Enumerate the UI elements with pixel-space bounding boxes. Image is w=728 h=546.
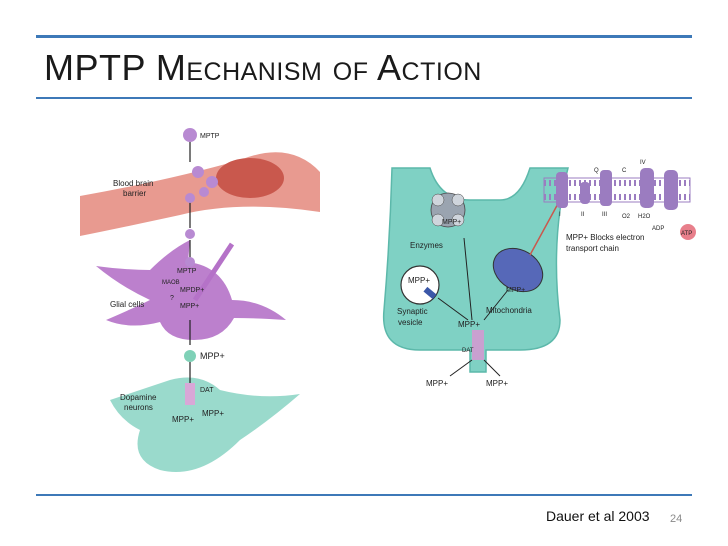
atp-circle [680, 224, 696, 240]
label-complex-IV: IV [640, 160, 646, 166]
label-mptp-inner: MPTP [177, 268, 197, 275]
enzymes-cluster [430, 192, 466, 228]
bbb-nucleus [216, 158, 284, 198]
label-glial: Glial cells [110, 300, 144, 309]
label-h2o: H2O [638, 214, 651, 220]
complex-I [556, 172, 568, 208]
label-mpp-mito: MPP+ [506, 287, 525, 294]
arrow-in-left [449, 359, 473, 377]
label-o2: O2 [622, 214, 631, 220]
citation: Dauer et al 2003 [546, 508, 650, 524]
top-rule [36, 35, 692, 38]
atp-synthase [664, 170, 678, 210]
label-mptp: MPTP [200, 133, 220, 140]
label-mpp-mid: MPP+ [200, 351, 225, 361]
label-complex-III: III [602, 212, 607, 218]
label-dopa-1: Dopamine [120, 393, 157, 402]
link-to-etc [529, 199, 561, 256]
glial-cell [96, 240, 286, 340]
mitochondrion [492, 247, 544, 293]
label-blocks-1: MPP+ Blocks electron [566, 233, 644, 242]
arrow-to-mito [483, 289, 509, 321]
label-bbb-1: Blood brain [113, 179, 153, 188]
mptp-sphere-top [183, 128, 197, 142]
label-mpp-in-left: MPP+ [426, 379, 448, 388]
glial-process [192, 242, 235, 302]
dat-transporter-left [185, 383, 195, 405]
mptp-sphere-3 [199, 187, 209, 197]
footer-rule [36, 494, 692, 496]
complex-III [600, 170, 612, 206]
label-mpp-vesicle: MPP+ [408, 276, 430, 285]
page-number: 24 [670, 513, 683, 525]
label-mpp-in-right: MPP+ [486, 379, 508, 388]
label-bbb-2: barrier [123, 189, 146, 198]
dat-transporter-right [472, 330, 484, 360]
mptp-sphere-1 [192, 166, 204, 178]
mptp-sphere-4 [185, 193, 195, 203]
label-maob: MAOB [162, 280, 180, 286]
label-complex-II: II [581, 212, 585, 218]
label-mpp-br: MPP+ [202, 409, 224, 418]
label-question: ? [170, 295, 174, 302]
label-atp: ATP [681, 231, 692, 237]
dopamine-neuron [110, 377, 300, 472]
label-q: Q [594, 168, 599, 174]
arrow-in-right [483, 359, 501, 377]
label-complex-I: I [559, 212, 561, 218]
label-dat-left: DAT [200, 387, 214, 394]
title-underline [36, 97, 692, 99]
complex-II [580, 182, 590, 204]
label-blocks-2: transport chain [566, 244, 619, 253]
mptp-sphere-2 [206, 176, 218, 188]
label-dat-right: DAT [462, 348, 474, 354]
label-synaptic-1: Synaptic [397, 307, 428, 316]
label-mpp-center: MPP+ [458, 320, 480, 329]
label-mitochondria: Mitochondria [486, 306, 532, 315]
vmat2-transporter [423, 286, 437, 300]
label-enzymes: Enzymes [410, 241, 443, 250]
label-mpp-enzymes: MPP+ [442, 219, 461, 226]
mptp-sphere-5 [185, 229, 195, 239]
label-mpp-bl: MPP+ [172, 415, 194, 424]
presynaptic-terminal [382, 167, 569, 373]
arrow-to-enzymes [463, 237, 473, 321]
complex-IV [640, 168, 654, 208]
slide-title: MPTP Mechanism of Action [44, 47, 482, 88]
arrow-to-vesicle [437, 297, 469, 321]
label-dopa-2: neurons [124, 403, 153, 412]
mpp-sphere [184, 350, 196, 362]
label-synaptic-2: vesicle [398, 318, 423, 327]
label-mpdp: MPDP+ [180, 287, 204, 294]
label-c: C [622, 168, 627, 174]
mptp-sphere-6 [185, 257, 195, 267]
label-adp: ADP [652, 226, 664, 232]
label-mpp-inner: MPP+ [180, 303, 199, 310]
